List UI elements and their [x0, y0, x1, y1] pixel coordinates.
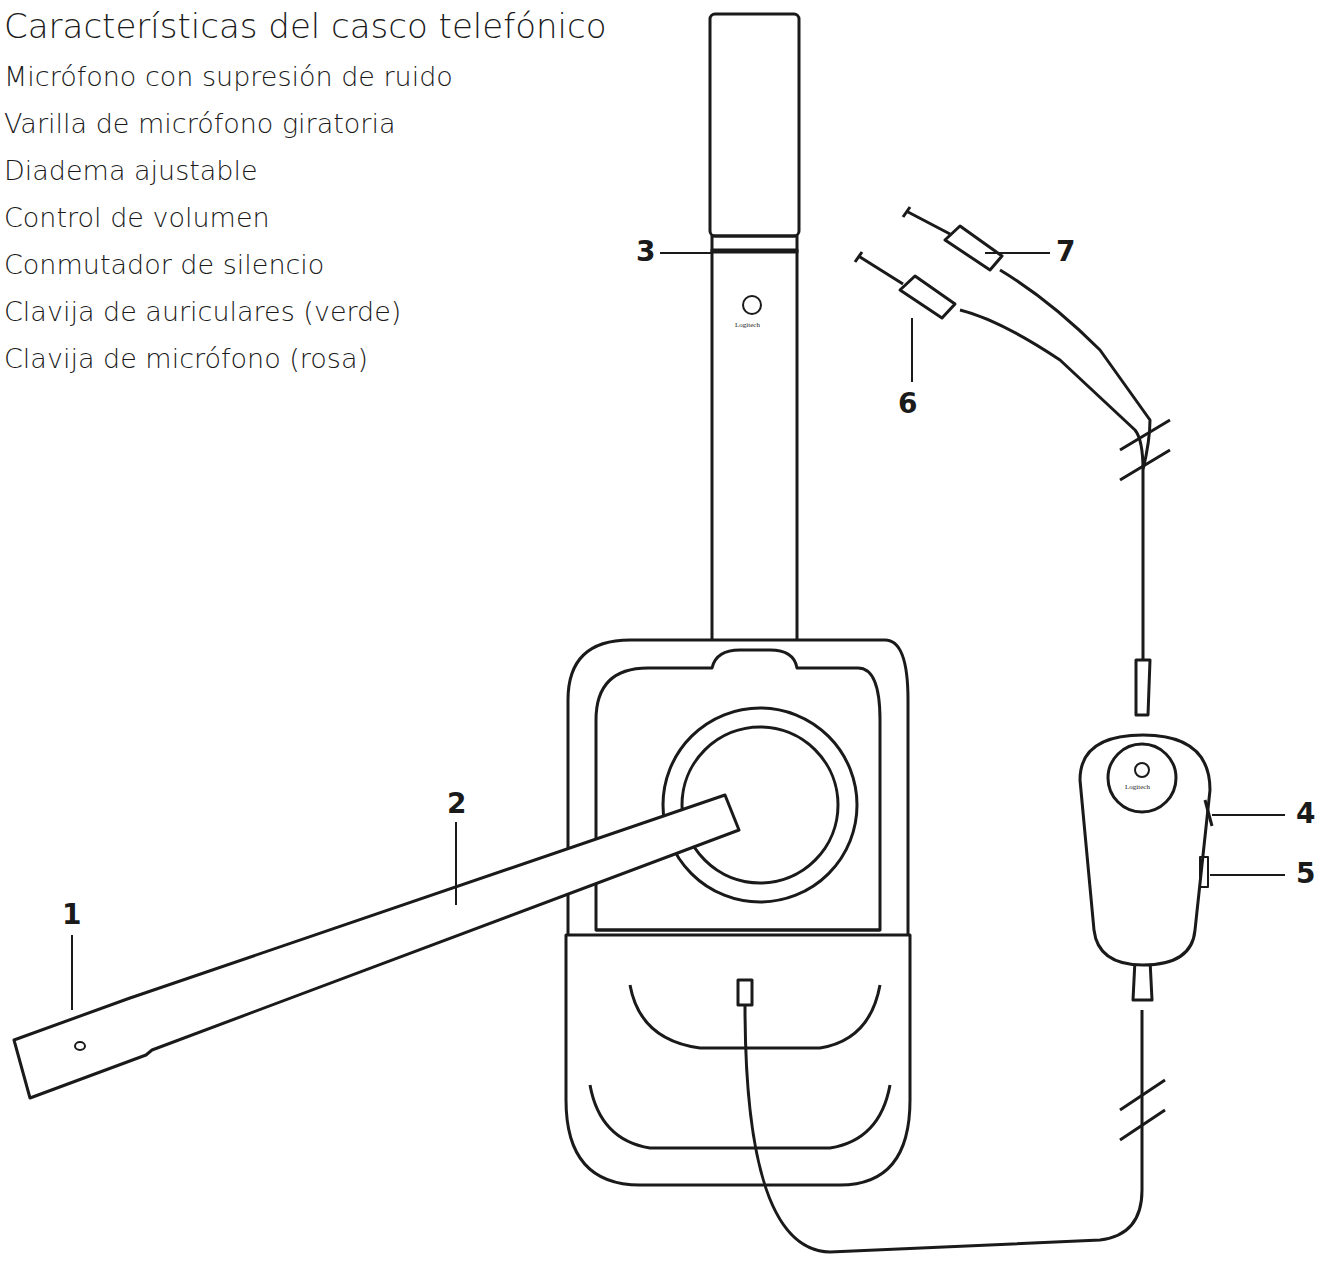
cable — [745, 1005, 1142, 1252]
volume-wheel — [1205, 800, 1212, 826]
cable-strain — [738, 980, 752, 1005]
headband-slider — [712, 236, 797, 252]
callout-number: 7 — [1056, 237, 1075, 268]
logo-mark — [1135, 763, 1149, 777]
callout-number: 1 — [62, 900, 81, 931]
cable-strain — [1136, 660, 1150, 715]
volume-control-pod — [1080, 735, 1210, 965]
cushion-seam — [630, 985, 880, 1048]
feature-item: Clavija de auriculares (verde) — [4, 297, 401, 327]
cable-break — [1120, 420, 1170, 480]
headphone-plug — [945, 226, 1002, 270]
cushion-seam — [590, 1085, 890, 1148]
callout-number: 2 — [447, 789, 466, 820]
callout-number: 5 — [1296, 859, 1315, 890]
feature-item: Clavija de micrófono (rosa) — [4, 344, 368, 374]
microphone-plug-pin — [855, 252, 903, 284]
feature-item: Varilla de micrófono giratoria — [4, 109, 396, 139]
headband-pad — [710, 14, 799, 236]
feature-item: Diadema ajustable — [4, 156, 258, 186]
feature-item: Micrófono con supresión de ruido — [4, 62, 453, 92]
leader-line — [1210, 815, 1285, 875]
headband — [712, 250, 797, 640]
brand-logo: Logitech — [735, 322, 760, 330]
callout-number: 4 — [1296, 799, 1315, 830]
microphone-plug — [900, 276, 955, 318]
brand-logo: Logitech — [1125, 784, 1150, 792]
mic-boom — [14, 795, 739, 1098]
pod-logo-ring — [1108, 744, 1176, 812]
mic-capsule — [75, 1042, 85, 1050]
ear-frame — [568, 640, 908, 940]
ear-frame-inner — [596, 650, 880, 930]
cable-break — [1120, 1080, 1165, 1140]
ear-cushion — [566, 935, 910, 1185]
feature-item: Conmutador de silencio — [4, 250, 324, 280]
cable-split — [960, 270, 1150, 660]
callout-number: 6 — [898, 389, 917, 420]
cup-bottom — [596, 929, 880, 932]
title: Características del casco telefónico — [4, 8, 606, 45]
headphone-plug-pin — [903, 207, 950, 234]
mute-switch — [1200, 857, 1208, 887]
feature-item: Control de volumen — [4, 203, 270, 233]
callout-number: 3 — [636, 237, 655, 268]
logo-mark — [743, 296, 761, 314]
